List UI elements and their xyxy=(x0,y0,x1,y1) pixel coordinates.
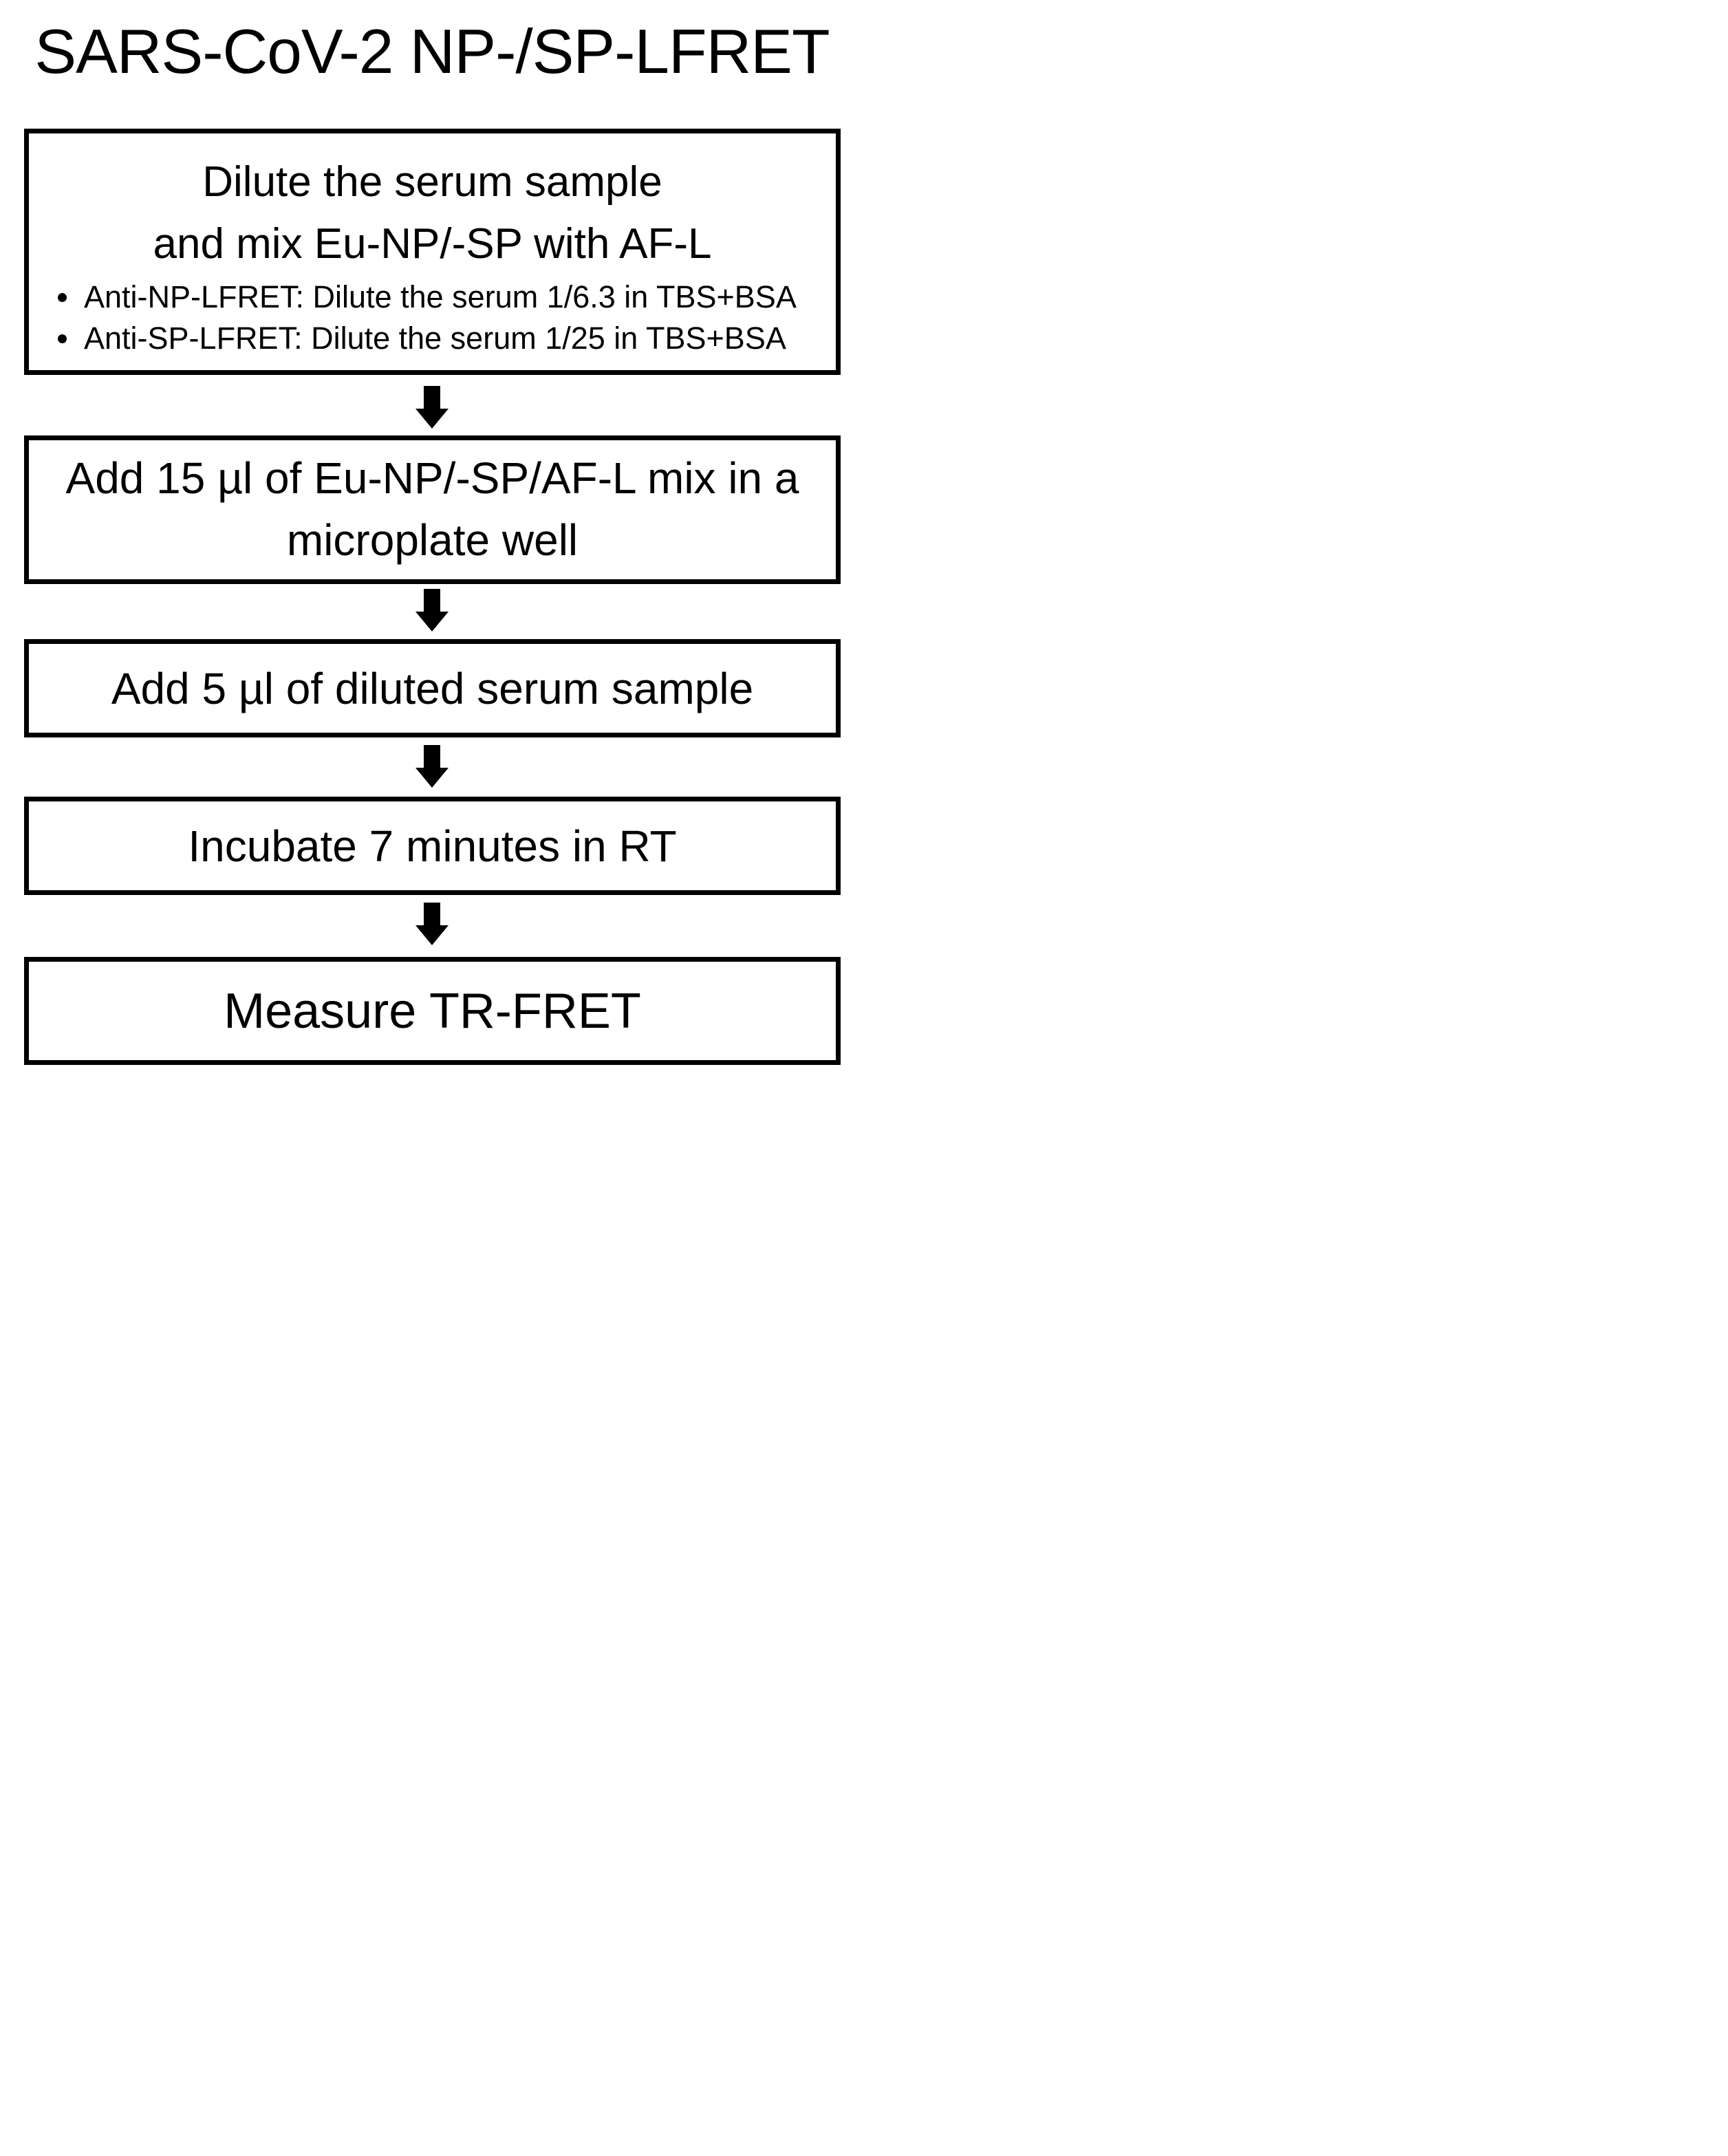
step-heading: Dilute the serum sample and mix Eu-NP/-S… xyxy=(153,151,711,275)
step-box-incubate: Incubate 7 minutes in RT xyxy=(24,797,841,895)
bullet-dot-icon xyxy=(58,334,67,343)
step-box-add-serum: Add 5 µl of diluted serum sample xyxy=(24,639,841,737)
bullet-dot-icon xyxy=(58,292,67,302)
step-heading-line: and mix Eu-NP/-SP with AF-L xyxy=(153,219,712,268)
dilution-bullet-list: Anti-NP-LFRET: Dilute the serum 1/6.3 in… xyxy=(29,277,836,359)
step-text-line: Add 15 µl of Eu-NP/-SP/AF-L mix in a xyxy=(65,453,799,504)
bullet-item-anti-np: Anti-NP-LFRET: Dilute the serum 1/6.3 in… xyxy=(29,277,836,318)
down-arrow-icon xyxy=(415,903,449,945)
step-text-line: Incubate 7 minutes in RT xyxy=(188,821,677,871)
step-text-line: microplate well xyxy=(286,515,579,565)
bullet-text: Anti-SP-LFRET: Dilute the serum 1/25 in … xyxy=(84,320,786,356)
down-arrow-icon xyxy=(415,745,449,788)
step-text-line: Measure TR-FRET xyxy=(224,983,641,1039)
flowchart-figure: SARS-CoV-2 NP-/SP-LFRET Dilute the serum… xyxy=(0,0,864,1078)
step-heading-line: Dilute the serum sample xyxy=(202,158,662,206)
bullet-item-anti-sp: Anti-SP-LFRET: Dilute the serum 1/25 in … xyxy=(29,318,836,359)
step-box-measure: Measure TR-FRET xyxy=(24,957,841,1065)
figure-title: SARS-CoV-2 NP-/SP-LFRET xyxy=(34,17,830,87)
down-arrow-icon xyxy=(415,386,449,429)
step-box-dilute-and-mix: Dilute the serum sample and mix Eu-NP/-S… xyxy=(24,129,841,375)
step-text-line: Add 5 µl of diluted serum sample xyxy=(111,663,754,713)
step-box-add-mix: Add 15 µl of Eu-NP/-SP/AF-L mix in a mic… xyxy=(24,435,841,584)
down-arrow-icon xyxy=(415,589,449,632)
bullet-text: Anti-NP-LFRET: Dilute the serum 1/6.3 in… xyxy=(84,279,797,314)
